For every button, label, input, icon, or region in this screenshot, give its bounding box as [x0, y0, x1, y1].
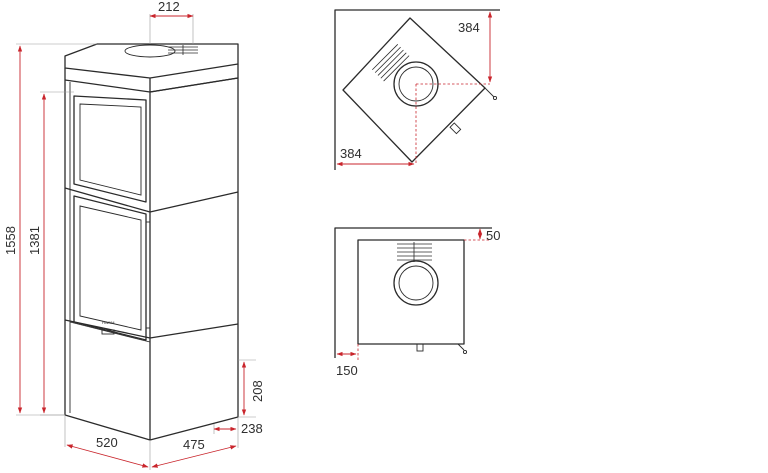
dim-flue-height: 1381 [27, 91, 74, 416]
label-base-height: 208 [250, 380, 265, 402]
dim-corner-bottom: 384 [336, 146, 415, 167]
label-wall-side: 150 [336, 363, 358, 378]
dim-wall-side: 150 [336, 344, 359, 378]
top-flue-opening [124, 44, 176, 58]
stove-body-right [149, 77, 239, 441]
dim-base-height: 208 [238, 359, 265, 418]
upper-window-glass [79, 103, 142, 196]
label-total-height: 1558 [3, 226, 18, 255]
label-flue-offset: 238 [241, 421, 263, 436]
corner-stove-outline [342, 17, 486, 163]
brand-mark: HWAM [102, 320, 115, 325]
wall-flue-outer [393, 260, 439, 306]
label-corner-right: 384 [458, 20, 480, 35]
label-top-opening: 212 [158, 0, 180, 14]
wall-vent-grille [397, 242, 432, 262]
dim-flue-offset: 238 [213, 421, 263, 436]
stove-body-left [64, 80, 151, 441]
dim-depth: 475 [151, 417, 239, 468]
stove-top-slab [64, 43, 239, 79]
top-grille [168, 45, 198, 55]
label-width: 520 [96, 435, 118, 450]
label-flue-height: 1381 [27, 226, 42, 255]
corner-plan-view: 384 384 [334, 9, 500, 170]
label-depth: 475 [183, 437, 205, 452]
dim-width: 520 [64, 415, 151, 470]
stove-front-view: HWAM [64, 43, 239, 441]
corner-vent-grille [372, 44, 410, 82]
door-handle [101, 329, 115, 335]
corner-flue-outer [393, 61, 439, 107]
dim-corner-right: 384 [458, 11, 493, 83]
corner-wall [334, 9, 500, 170]
wall-plan-view: 50 150 [334, 227, 500, 378]
upper-window-frame [73, 95, 147, 203]
dim-total-height: 1558 [3, 43, 97, 416]
label-corner-bottom: 384 [340, 146, 362, 161]
wall-stove-outline [357, 239, 465, 345]
back-wall [334, 227, 492, 358]
dim-wall-top: 50 [464, 228, 500, 243]
corner-flue-inner [398, 66, 434, 102]
label-wall-top: 50 [486, 228, 500, 243]
wall-flue-inner [398, 265, 434, 301]
dim-top-opening: 212 [149, 0, 194, 44]
lower-door-frame [73, 195, 147, 341]
lower-door-glass [79, 205, 142, 331]
